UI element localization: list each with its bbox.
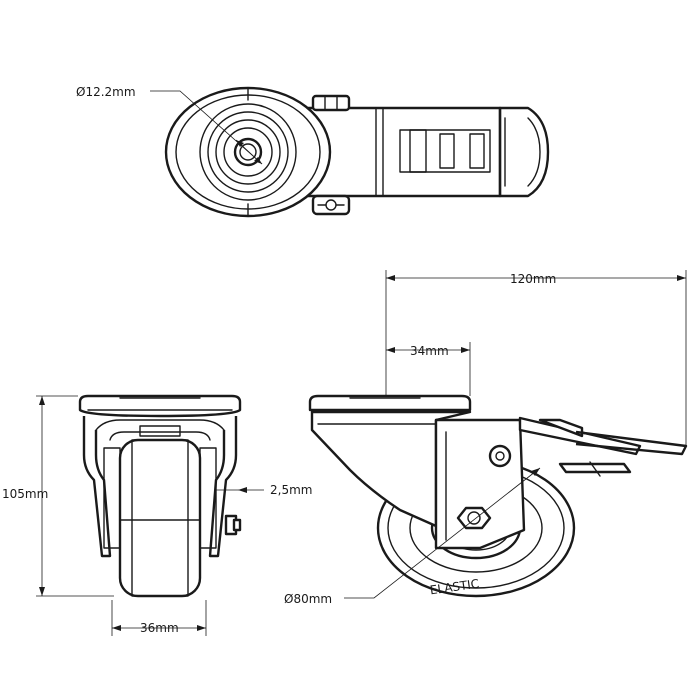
top-view: Ø12.2mm [76,85,550,218]
wheel-marking: ELASTIC [429,577,480,598]
bolt-hole-diameter-label: Ø12.2mm [76,85,136,99]
wheel-width-label: 36mm [140,621,179,635]
overall-height-label: 105mm [2,487,48,501]
wheel-diameter-label: Ø80mm [284,592,332,606]
side-view: ELASTIC 120mm 34mm [284,270,688,606]
clearance-label: 2,5mm [270,483,312,497]
front-view: 105mm 36mm 2,5mm [2,394,312,636]
overall-length-label: 120mm [510,272,556,286]
offset-label: 34mm [410,344,449,358]
